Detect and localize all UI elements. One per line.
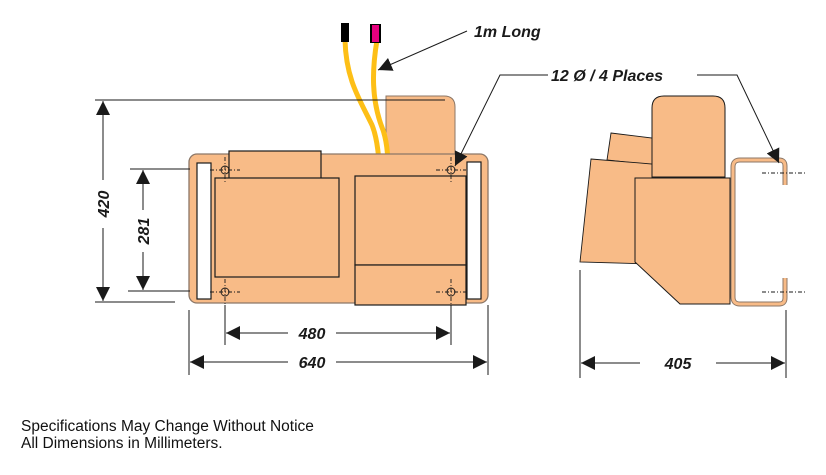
mounting-holes — [210, 157, 466, 305]
side-view — [579, 95, 805, 307]
cable-length-label: 1m Long — [474, 24, 541, 41]
dim-420-label: 420 — [96, 191, 113, 219]
front-top-block — [385, 95, 456, 161]
side-tall-block — [651, 95, 726, 178]
side-c-bracket — [730, 157, 788, 307]
dim-640-label: 640 — [299, 355, 326, 372]
hole-leader-left — [454, 74, 548, 167]
cable-tip-black — [341, 23, 349, 42]
dim-405-label: 405 — [664, 356, 693, 373]
mounting-slot-right — [466, 161, 482, 300]
front-left-main-block — [214, 177, 340, 278]
dimension-labels: 420 281 480 640 405 — [96, 191, 692, 373]
hole-spec-label: 12 Ø / 4 Places — [551, 68, 663, 85]
mounting-hole-icon — [210, 157, 240, 183]
note-units: All Dimensions in Millimeters. — [21, 435, 223, 452]
mounting-hole-icon — [436, 157, 466, 183]
dim-281-label: 281 — [136, 218, 153, 246]
front-view — [188, 23, 489, 306]
cable-leader-line — [377, 30, 468, 71]
hole-leader-right — [697, 74, 780, 164]
mounting-slot-left — [196, 162, 212, 300]
annotations: 1m Long 12 Ø / 4 Places — [377, 24, 780, 167]
side-tilted-block-back — [606, 132, 653, 166]
dimension-lines — [95, 99, 787, 378]
front-left-top-block — [228, 150, 322, 180]
side-main-block — [634, 177, 731, 305]
mounting-hole-icon — [436, 279, 466, 305]
front-right-lower-block — [354, 264, 467, 306]
note-specifications: Specifications May Change Without Notice — [21, 418, 314, 435]
dim-480-label: 480 — [298, 326, 326, 343]
front-right-main-block — [354, 175, 467, 266]
mounting-hole-icon — [210, 279, 240, 305]
